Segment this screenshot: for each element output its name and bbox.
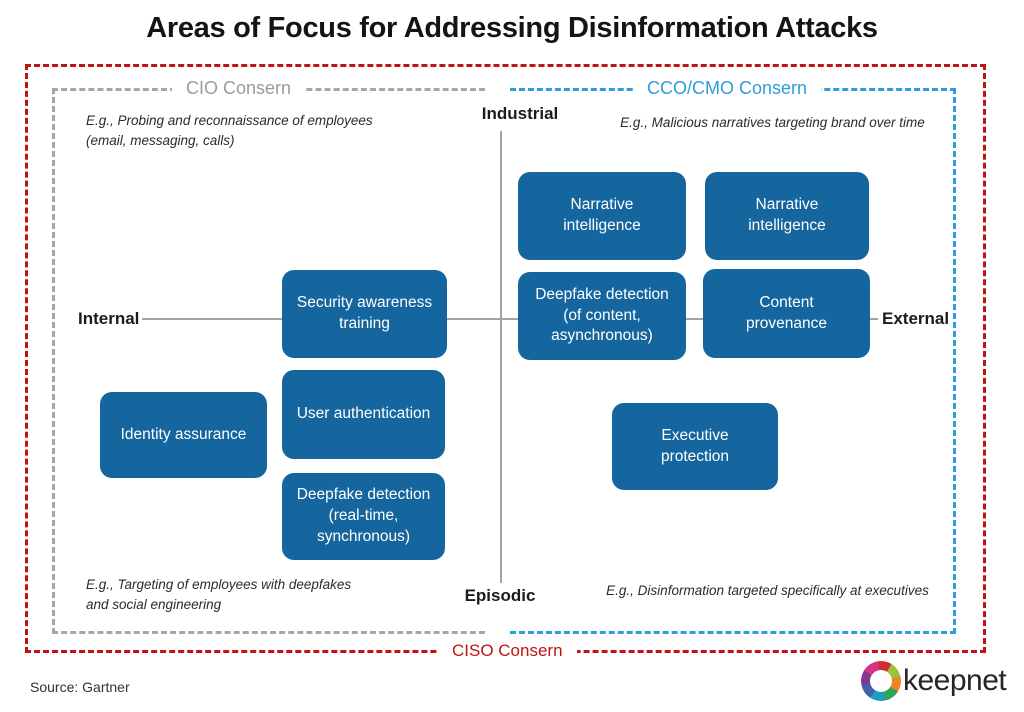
keepnet-logo-text: keepnet [903, 664, 1007, 697]
axis-label-episodic: Episodic [464, 586, 536, 605]
page-title: Areas of Focus for Addressing Disinforma… [146, 12, 878, 44]
annotation-top-right: E.g., Malicious narratives targeting bra… [620, 115, 925, 130]
cio-concern-label: CIO Consern [172, 77, 306, 99]
box-narrative-intelligence-1: Narrative intelligence [518, 172, 686, 260]
axis-label-internal: Internal [78, 309, 140, 328]
annotation-top-left: E.g., Probing and reconnaissance of empl… [86, 113, 373, 148]
horizontal-axis-line [142, 318, 878, 320]
cco-cmo-concern-region [510, 88, 956, 634]
box-deepfake-detection-async: Deepfake detection (of content, asynchro… [518, 272, 686, 360]
box-user-authentication: User authentication [282, 370, 445, 459]
keepnet-logo: keepnet [861, 661, 1007, 701]
box-executive-protection: Executive protection [612, 403, 778, 490]
box-security-awareness-training: Security awareness training [282, 270, 447, 358]
box-narrative-intelligence-2: Narrative intelligence [705, 172, 869, 260]
box-identity-assurance: Identity assurance [100, 392, 267, 478]
vertical-axis-line [500, 131, 502, 583]
source-text: Source: Gartner [30, 679, 130, 695]
annotation-bottom-left: E.g., Targeting of employees with deepfa… [86, 577, 352, 612]
box-content-provenance: Content provenance [703, 269, 870, 358]
axis-label-external: External [882, 309, 950, 328]
keepnet-pinwheel-icon [861, 661, 901, 701]
ciso-concern-label: CISO Consern [438, 640, 577, 662]
annotation-bottom-right: E.g., Disinformation targeted specifical… [606, 583, 929, 598]
axis-label-industrial: Industrial [481, 104, 559, 123]
cco-cmo-concern-label: CCO/CMO Consern [633, 77, 822, 99]
box-deepfake-detection-sync: Deepfake detection (real-time, synchrono… [282, 473, 445, 560]
